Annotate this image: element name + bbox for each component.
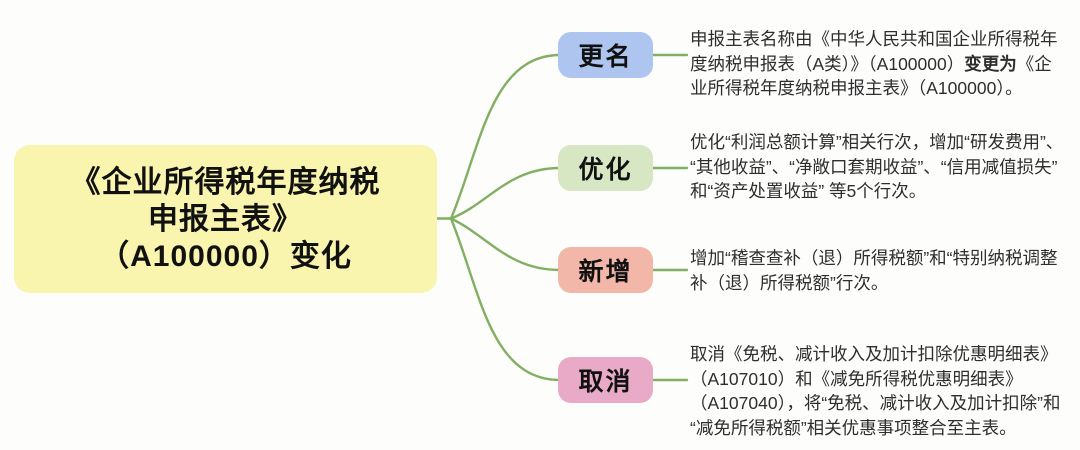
connector-branch-optimize: [449, 166, 689, 220]
branch-desc-add: 增加“稽查查补（退）所得税额”和“特别纳税调整 补（退）所得税额”行次。: [690, 246, 1080, 295]
desc-line: （A107010）和《减免所得税优惠明细表》: [690, 368, 1023, 389]
desc-line: 业所得税年度纳税申报主表》（A100000）。: [690, 78, 1023, 98]
desc-line: 和“资产处置收益” 等5个行次。: [690, 181, 927, 201]
branch-desc-optimize: 优化“利润总额计算”相关行次，增加“研发费用”、 “其他收益”、“净敞口套期收益…: [690, 130, 1080, 204]
root-topic-line: 申报主表》: [148, 202, 303, 236]
branch-node-optimize: 优化: [558, 145, 653, 191]
desc-line: 度纳税申报表（A类）》（A100000）变更为《企: [690, 53, 1052, 74]
desc-line: 补（退）所得税额”行次。: [690, 272, 889, 293]
branch-desc-rename: 申报主表名称由《中华人民共和国企业所得税年 度纳税申报表（A类）》（A10000…: [690, 27, 1080, 101]
desc-line: 申报主表名称由《中华人民共和国企业所得税年: [690, 29, 1058, 49]
connector-branch-rename: [449, 53, 689, 220]
root-topic: 《企业所得税年度纳税 申报主表》 （A100000）变化: [14, 145, 437, 293]
branch-node-add: 新增: [558, 247, 653, 293]
desc-line: “减免所得税额”相关优惠事项整合至主表。: [690, 417, 1017, 438]
connector-branch-add: [449, 217, 689, 272]
branch-desc-cancel: 取消《免税、减计收入及加计扣除优惠明细表》 （A107010）和《减免所得税优惠…: [690, 342, 1080, 440]
connector-branch-cancel: [449, 217, 689, 382]
desc-line: “其他收益”、“净敞口套期收益”、“信用减值损失”: [690, 156, 1058, 177]
desc-line: 优化“利润总额计算”相关行次，增加“研发费用”、: [690, 132, 1064, 152]
root-topic-line: 《企业所得税年度纳税: [70, 165, 381, 199]
desc-line: （A107040），将“免税、减计收入及加计扣除”和: [690, 393, 1061, 413]
branch-node-rename: 更名: [558, 32, 653, 78]
root-topic-line: （A100000）变化: [99, 239, 352, 273]
branch-node-cancel: 取消: [558, 357, 653, 403]
desc-line: 取消《免税、减计收入及加计扣除优惠明细表》: [690, 344, 1058, 364]
desc-line: 增加“稽查查补（退）所得税额”和“特别纳税调整: [690, 248, 1058, 268]
